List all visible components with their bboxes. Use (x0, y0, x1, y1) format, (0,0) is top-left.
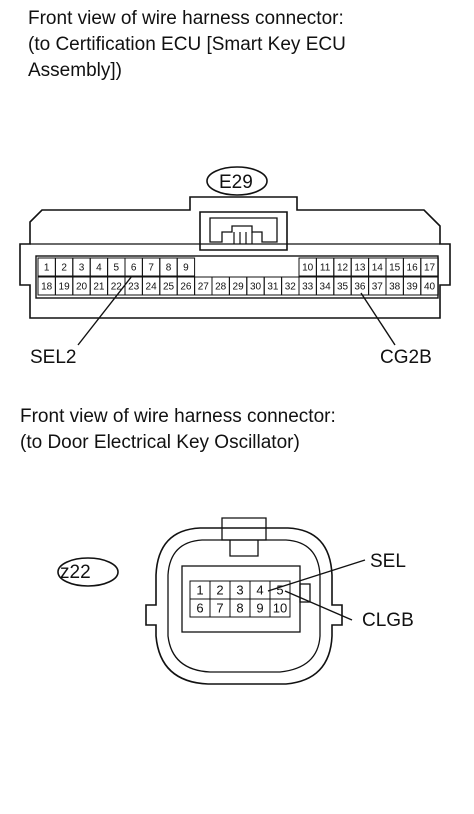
pin-32: 32 (285, 282, 297, 293)
pin-9: 9 (183, 263, 189, 274)
pin-9: 9 (256, 601, 263, 616)
pin-16: 16 (407, 263, 419, 274)
pin-3: 3 (236, 583, 243, 598)
pin-34: 34 (320, 282, 332, 293)
pin-15: 15 (389, 263, 401, 274)
pin-4: 4 (96, 263, 102, 274)
connector-e29-code: E29 (219, 172, 253, 193)
pin-19: 19 (59, 282, 71, 293)
pin-4: 4 (256, 583, 263, 598)
sel2-label: SEL2 (30, 347, 76, 368)
pin-27: 27 (198, 282, 210, 293)
pin-24: 24 (146, 282, 158, 293)
pin-28: 28 (215, 282, 227, 293)
cg2b-label: CG2B (380, 347, 432, 368)
cg2b-leader-line (360, 292, 396, 346)
pin-29: 29 (233, 282, 245, 293)
clgb-label: CLGB (362, 610, 414, 631)
pin-23: 23 (128, 282, 140, 293)
pin-14: 14 (372, 263, 384, 274)
pin-13: 13 (354, 263, 366, 274)
pin-5: 5 (276, 583, 283, 598)
pin-2: 2 (61, 263, 67, 274)
pin-38: 38 (389, 282, 401, 293)
pin-7: 7 (148, 263, 154, 274)
pin-10: 10 (302, 263, 314, 274)
pin-2: 2 (216, 583, 223, 598)
pin-7: 7 (216, 601, 223, 616)
pin-18: 18 (41, 282, 53, 293)
pin-21: 21 (93, 282, 105, 293)
connector-z22-code-badge (57, 557, 119, 587)
pin-33: 33 (302, 282, 314, 293)
sel2-leader-line (77, 275, 133, 346)
pin-17-cell (420, 257, 439, 277)
pin-20: 20 (76, 282, 88, 293)
pin-40-cell (420, 276, 439, 296)
clgb-leader-line (284, 590, 353, 621)
connector-z22-code: z22 (60, 562, 91, 583)
pin-30: 30 (250, 282, 262, 293)
sel-leader-line (267, 559, 366, 592)
pin-6: 6 (196, 601, 203, 616)
connector-e29-code-badge (206, 166, 268, 196)
pin-22: 22 (111, 282, 123, 293)
pin-9-cell (176, 257, 196, 277)
pin-6: 6 (131, 263, 137, 274)
pin-3: 3 (79, 263, 85, 274)
connector-e29-housing (19, 196, 451, 319)
pin-35: 35 (337, 282, 349, 293)
pin-40: 40 (424, 282, 436, 293)
connector-z22-housing (145, 527, 343, 685)
pin-1: 1 (196, 583, 203, 598)
connector-2-caption: Front view of wire harness connector: (t… (20, 406, 336, 453)
pin-8: 8 (166, 263, 172, 274)
pin-36: 36 (354, 282, 366, 293)
connector-e29 (19, 166, 451, 319)
pin-5: 5 (114, 263, 120, 274)
pin-25: 25 (163, 282, 175, 293)
pin-1: 1 (44, 263, 50, 274)
pin-31: 31 (267, 282, 279, 293)
pin-37: 37 (372, 282, 384, 293)
pin-8: 8 (236, 601, 243, 616)
pin-12: 12 (337, 263, 349, 274)
connector-e29-lock (199, 211, 288, 251)
connector-z22 (145, 517, 343, 685)
connector-1-caption: Front view of wire harness connector: (t… (28, 8, 346, 81)
pin-26: 26 (180, 282, 192, 293)
pin-10-cell (269, 598, 291, 618)
pin-10: 10 (273, 601, 287, 616)
pin-11: 11 (320, 263, 331, 274)
pin-17: 17 (424, 263, 436, 274)
sel-label: SEL (370, 551, 406, 572)
pin-39: 39 (407, 282, 419, 293)
